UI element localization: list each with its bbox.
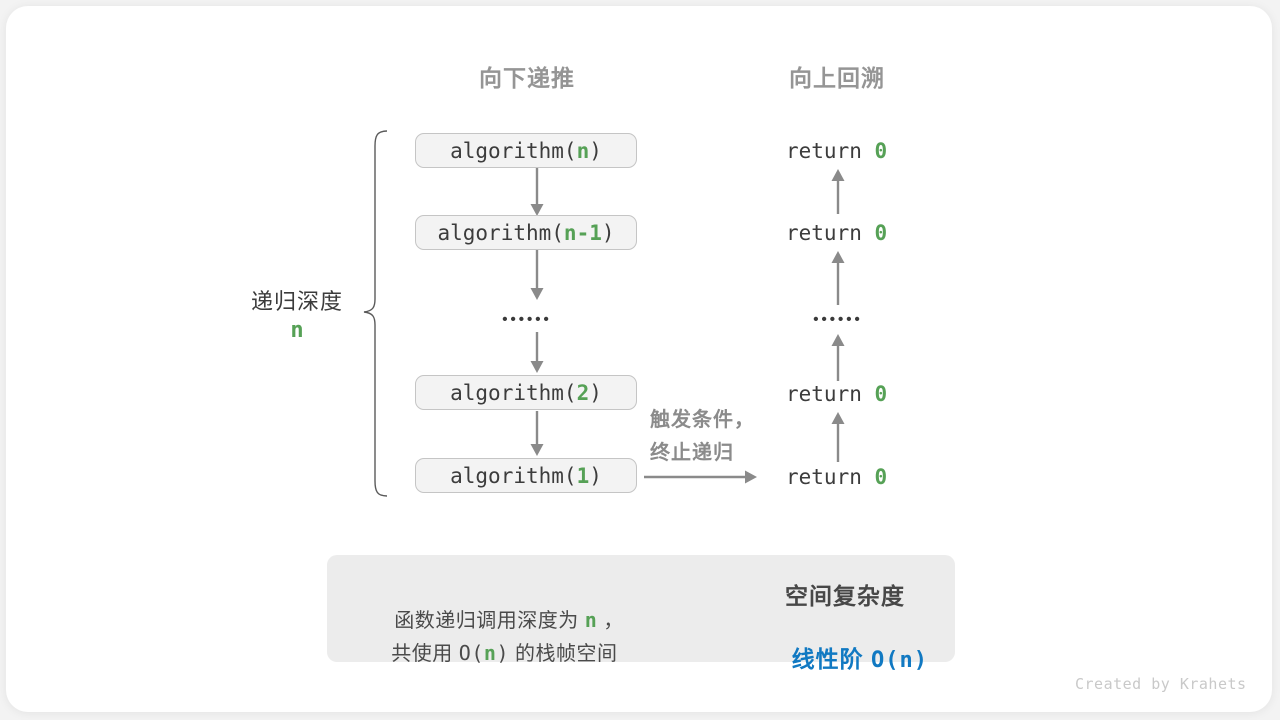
complexity-title: 空间复杂度 xyxy=(785,583,905,609)
frame-arg: 1 xyxy=(576,463,590,488)
return-value: 0 xyxy=(874,139,888,163)
return-keyword: return xyxy=(786,382,875,406)
summary-var: n xyxy=(483,641,497,665)
return-ellipsis: •••••• xyxy=(813,311,863,328)
frame-arg: n-1 xyxy=(563,220,602,245)
stack-frame-n-1: algorithm(n-1) xyxy=(415,215,637,250)
frame-text: ) xyxy=(601,220,615,245)
header-descend: 向下递推 xyxy=(479,65,575,91)
return-keyword: return xyxy=(786,465,875,489)
frame-arg: 2 xyxy=(576,380,590,405)
base-case-note-line2: 终止递归 xyxy=(650,442,734,464)
complexity-value: 线性阶 O(n) xyxy=(745,613,945,701)
return-row: return 0 xyxy=(786,465,906,492)
stack-frame-n: algorithm(n) xyxy=(415,133,637,168)
credit-text: Created by Krahets xyxy=(1075,675,1247,693)
return-value: 0 xyxy=(874,465,888,489)
frame-text: ) xyxy=(589,380,602,405)
return-keyword: return xyxy=(786,221,875,245)
frame-text: algorithm( xyxy=(450,463,577,488)
frame-text: ) xyxy=(589,463,602,488)
depth-label: 递归深度 xyxy=(250,289,343,314)
summary-text: 共使用 xyxy=(391,643,459,665)
summary-bigO: O( xyxy=(458,641,484,665)
return-value: 0 xyxy=(874,382,888,406)
return-value: 0 xyxy=(874,221,888,245)
return-row: return 0 xyxy=(786,139,906,166)
summary-panel xyxy=(327,555,955,662)
frame-text: algorithm( xyxy=(437,220,564,245)
base-case-note-line1: 触发条件， xyxy=(650,409,755,431)
summary-var: n xyxy=(584,608,598,632)
summary-line2: 共使用 O(n) 的栈帧空间 xyxy=(367,614,618,689)
stack-frame-1: algorithm(1) xyxy=(415,458,637,493)
depth-value: n xyxy=(290,318,304,343)
frame-text: ) xyxy=(589,138,602,163)
stack-ellipsis: •••••• xyxy=(502,311,552,328)
summary-text: 函数递归调用深度为 xyxy=(394,610,585,632)
summary-text: ， xyxy=(597,610,624,632)
complexity-bigO: O(n) xyxy=(870,648,928,673)
summary-line1: 函数递归调用深度为 n ， xyxy=(370,581,624,656)
frame-text: algorithm( xyxy=(450,138,577,163)
stack-frame-2: algorithm(2) xyxy=(415,375,637,410)
return-row: return 0 xyxy=(786,382,906,409)
return-keyword: return xyxy=(786,139,875,163)
frame-text: algorithm( xyxy=(450,380,577,405)
return-row: return 0 xyxy=(786,221,906,248)
summary-text: 的栈帧空间 xyxy=(508,643,618,665)
summary-bigO: ) xyxy=(496,641,509,665)
header-backtrack: 向上回溯 xyxy=(789,65,885,91)
complexity-label: 线性阶 xyxy=(791,646,871,672)
frame-arg: n xyxy=(576,138,590,163)
